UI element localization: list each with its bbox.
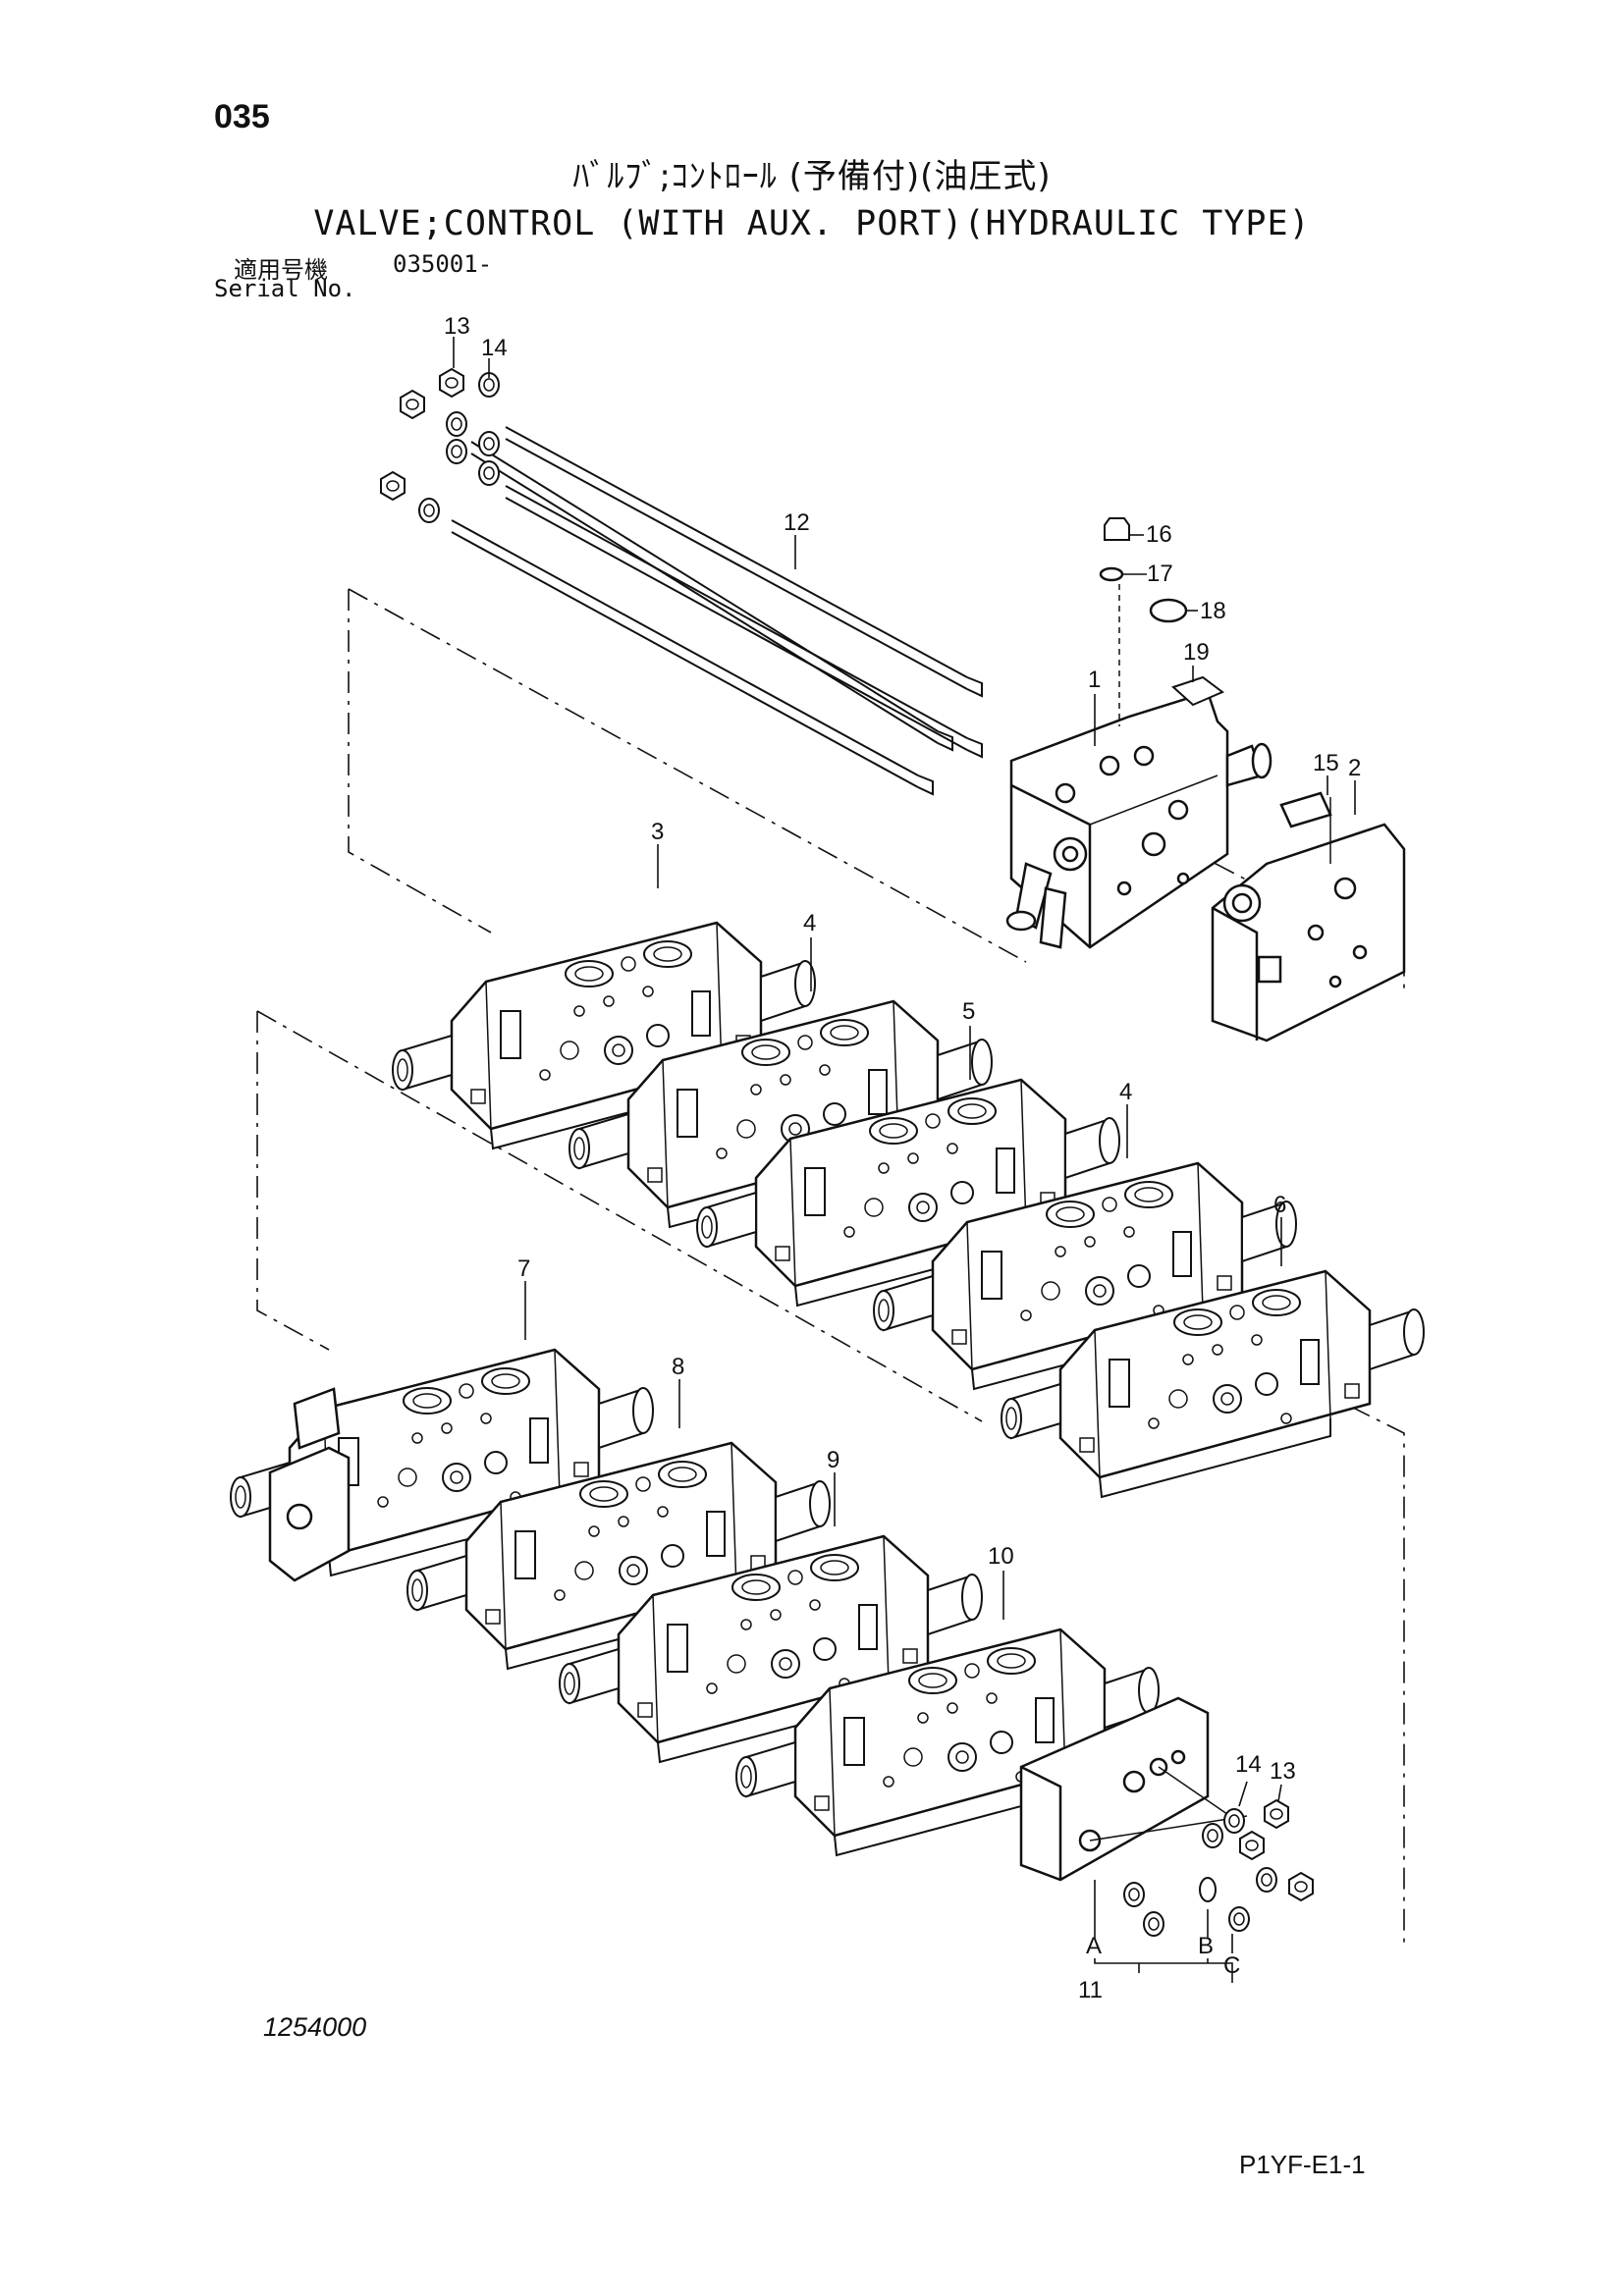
callout-7: 7 bbox=[517, 1255, 530, 1282]
valve-housing-part-2 bbox=[1211, 791, 1406, 1042]
callout-18: 18 bbox=[1200, 598, 1226, 624]
relief-block-part-7 bbox=[268, 1387, 351, 1582]
callout-4-a: 4 bbox=[803, 910, 816, 936]
callout-B: B bbox=[1198, 1933, 1214, 1959]
page-code: P1YF-E1-1 bbox=[1239, 2150, 1366, 2179]
callout-17: 17 bbox=[1147, 561, 1173, 587]
callout-10: 10 bbox=[988, 1543, 1014, 1570]
callout-1: 1 bbox=[1088, 667, 1101, 693]
valve-housing-part-1 bbox=[1005, 690, 1272, 949]
callout-13-bottom: 13 bbox=[1270, 1758, 1296, 1785]
top-nuts-and-washers bbox=[380, 368, 500, 523]
callout-3: 3 bbox=[651, 819, 664, 845]
callout-labels: 13 14 12 16 17 18 19 1 15 2 3 4 5 4 6 7 … bbox=[444, 313, 1361, 2003]
callout-5: 5 bbox=[962, 998, 975, 1025]
callout-11: 11 bbox=[1078, 1977, 1103, 2003]
callout-8: 8 bbox=[672, 1354, 684, 1380]
drawing-number: 1254000 bbox=[263, 2012, 367, 2042]
title-english: VALVE;CONTROL (WITH AUX. PORT)(HYDRAULIC… bbox=[313, 204, 1311, 243]
title-japanese: ﾊﾞﾙﾌﾞ;ｺﾝﾄﾛｰﾙ (予備付)(油圧式) bbox=[572, 157, 1052, 196]
callout-14-bottom: 14 bbox=[1235, 1751, 1262, 1778]
serial-label-japanese: 適用号機 bbox=[234, 256, 328, 284]
callout-4-b: 4 bbox=[1119, 1079, 1132, 1105]
callout-16: 16 bbox=[1146, 521, 1172, 548]
callout-9: 9 bbox=[827, 1447, 839, 1473]
callout-14-top: 14 bbox=[481, 335, 508, 361]
end-plate-part-11 bbox=[1019, 1696, 1248, 1882]
callout-13-top: 13 bbox=[444, 313, 470, 340]
callout-12: 12 bbox=[784, 509, 810, 536]
serial-number-value: 035001- bbox=[393, 250, 493, 278]
tie-bolts bbox=[451, 426, 983, 796]
serial-label-english: Serial No. bbox=[214, 275, 356, 302]
plug-and-orings bbox=[1099, 517, 1224, 726]
callout-6: 6 bbox=[1273, 1192, 1286, 1218]
callout-19: 19 bbox=[1183, 639, 1210, 666]
callout-leaders bbox=[453, 337, 1356, 1983]
bottom-nuts-washers-orings bbox=[1123, 1799, 1314, 1937]
callout-A: A bbox=[1086, 1933, 1102, 1959]
page-number: 035 bbox=[214, 98, 270, 135]
callout-2: 2 bbox=[1348, 755, 1361, 781]
callout-15: 15 bbox=[1313, 750, 1339, 776]
callout-C: C bbox=[1223, 1952, 1240, 1979]
